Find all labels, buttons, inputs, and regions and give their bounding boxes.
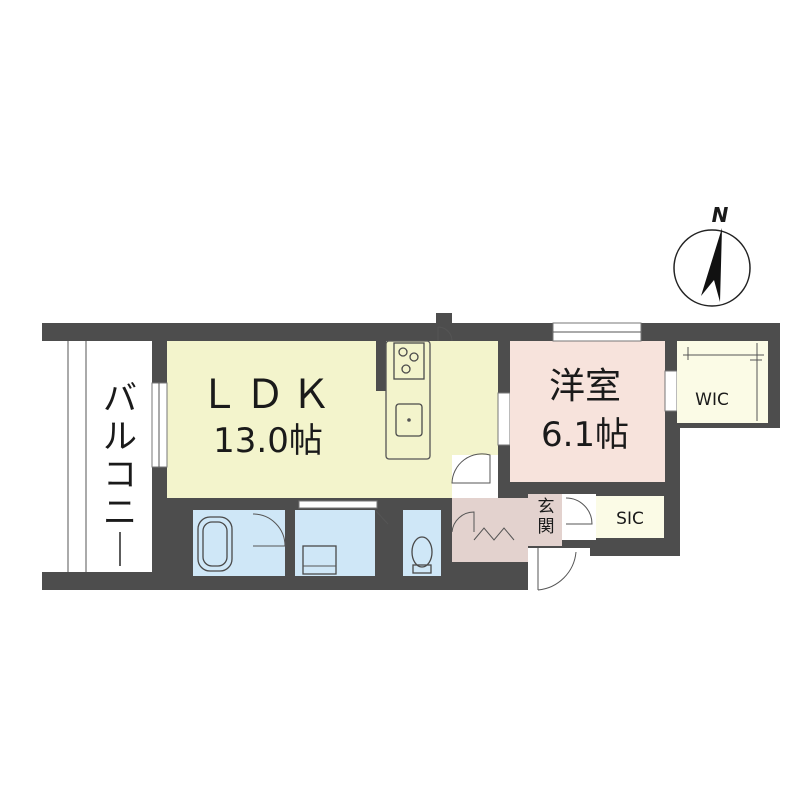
ldk-floor	[167, 341, 498, 498]
wash-floor	[295, 510, 375, 576]
front-door-area	[532, 548, 576, 592]
western-wic-opening	[664, 370, 678, 412]
hall	[451, 453, 498, 498]
western-label: 洋室	[549, 366, 621, 407]
entrance-hall-floor	[452, 498, 528, 562]
room-ldk: ＬＤＫ 13.0帖	[151, 326, 511, 498]
balcony-label-char: ル	[103, 417, 137, 457]
ldk-area: 13.0帖	[213, 421, 323, 461]
balcony: バルコニ｜	[42, 341, 152, 572]
burner-icon	[409, 352, 419, 362]
sic-floor	[596, 496, 664, 538]
wall-nub	[436, 313, 452, 327]
north-arrow-icon	[701, 228, 722, 302]
room-wic: WIC	[677, 341, 768, 423]
burner-icon	[401, 364, 411, 374]
balcony-label-char: ニ	[103, 493, 137, 533]
ldk-side-opening	[497, 392, 511, 446]
bath-door-icon	[252, 513, 286, 547]
sink-drain	[407, 418, 411, 422]
entrance-door-icon	[451, 511, 475, 533]
compass-north-label: N	[712, 203, 729, 227]
wic-label: WIC	[695, 390, 729, 410]
balcony-label-char: バ	[103, 379, 137, 419]
room-bathroom	[193, 510, 286, 576]
bathtub-inner	[202, 521, 228, 567]
burner-icon	[398, 347, 408, 357]
stove	[393, 342, 425, 380]
hall-floor	[452, 455, 498, 498]
toilet-icon	[411, 536, 433, 568]
folding-door-icon	[473, 527, 515, 541]
compass: N	[673, 203, 751, 307]
balcony-label-char: ｜	[103, 531, 137, 571]
balcony-label: バルコニ｜	[103, 379, 137, 571]
kitchen-counter	[385, 340, 431, 460]
sink-icon	[395, 403, 423, 437]
sic-label: SIC	[616, 509, 644, 529]
kitchen-wall	[376, 341, 386, 391]
toilet-floor	[403, 510, 441, 576]
genkan-floor	[528, 494, 562, 546]
balcony-label-char: コ	[103, 455, 137, 495]
room-western: 洋室 6.1帖	[510, 322, 678, 482]
hall-door-icon	[451, 453, 491, 484]
room-toilet	[403, 510, 441, 576]
room-sic: SIC	[596, 496, 664, 538]
room-entrance: 玄 関	[451, 494, 596, 592]
western-floor	[510, 341, 665, 482]
wash-opening	[298, 500, 378, 509]
entrance-label-2: 関	[538, 517, 555, 537]
washing-machine-icon	[302, 545, 337, 575]
sic-door-icon	[565, 497, 593, 525]
front-door-icon	[537, 548, 577, 591]
balcony-floor	[42, 341, 152, 572]
room-washroom	[295, 500, 389, 576]
ldk-label: ＬＤＫ	[199, 372, 337, 418]
entrance-label-1: 玄	[538, 497, 555, 517]
top-door-icon	[437, 326, 453, 342]
western-area: 6.1帖	[541, 415, 629, 455]
bathtub-icon	[197, 516, 233, 572]
wash-door-line	[374, 509, 389, 525]
toilet-tank	[412, 564, 432, 574]
wic-floor	[677, 341, 768, 423]
